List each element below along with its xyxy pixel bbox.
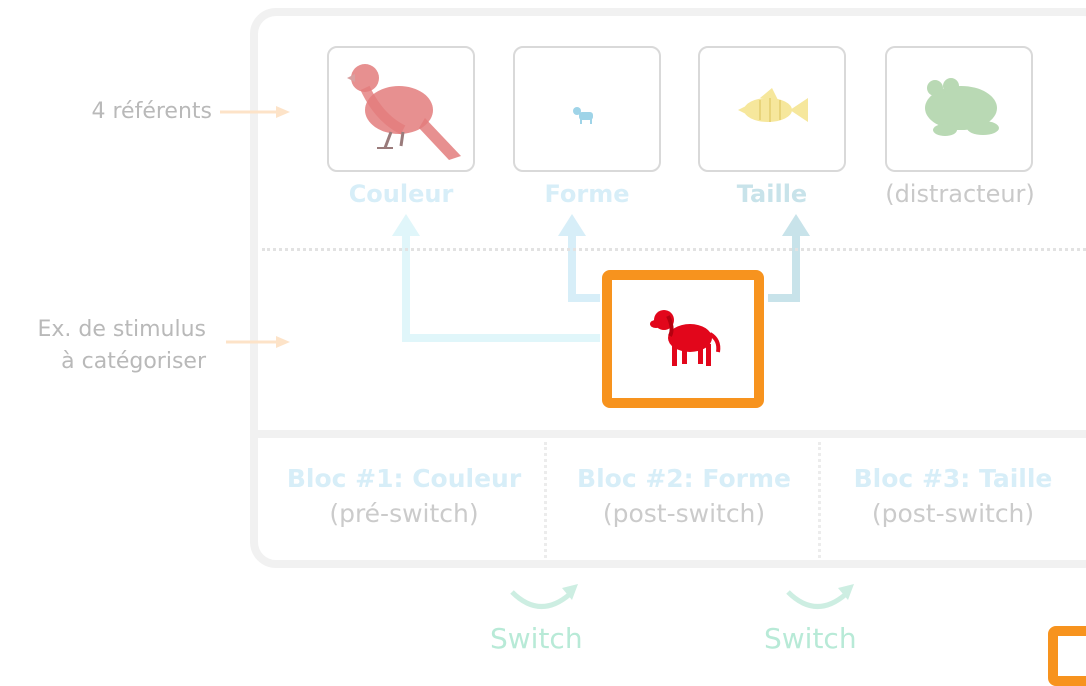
outer-panel <box>250 8 1086 568</box>
bloc-3: Bloc #3: Taille (post-switch) <box>813 462 1086 532</box>
referent-card-distracteur <box>885 46 1033 172</box>
bloc-2-subtitle: (post-switch) <box>602 499 766 528</box>
bloc-2-title: Bloc #2: Forme <box>577 464 791 493</box>
bloc-2: Bloc #2: Forme (post-switch) <box>544 462 824 532</box>
bloc-separator-1 <box>544 442 547 558</box>
red-bird-icon <box>347 64 461 160</box>
yellow-fish-icon <box>738 88 808 122</box>
couleur-connector-arrow <box>392 214 600 342</box>
dotted-separator <box>262 248 1086 251</box>
referent-card-taille <box>698 46 846 172</box>
stimulus-label-line2: à catégoriser <box>61 349 206 374</box>
referent-label-forme: Forme <box>544 180 630 208</box>
bloc-1-subtitle: (pré-switch) <box>329 499 479 528</box>
bloc-band-divider <box>258 430 1086 438</box>
bloc-separator-2 <box>818 442 821 558</box>
switch-arrow-2 <box>786 584 854 609</box>
stimulus-box <box>602 270 764 408</box>
arrows-layer <box>220 106 854 609</box>
referent-card-couleur <box>327 46 475 172</box>
small-blue-dog-icon <box>573 107 593 124</box>
referent-card-forme <box>513 46 661 172</box>
referent-label-taille: Taille <box>736 180 808 208</box>
switch-arrow-1 <box>510 584 578 609</box>
green-frog-icon <box>925 78 999 136</box>
stimulus-label: Ex. de stimulus à catégoriser <box>0 314 207 378</box>
switch-label-1: Switch <box>490 622 583 655</box>
bloc-3-title: Bloc #3: Taille <box>853 464 1053 493</box>
bloc-3-subtitle: (post-switch) <box>871 499 1035 528</box>
referents-pointer-arrow <box>220 106 290 118</box>
switch-label-2: Switch <box>764 622 857 655</box>
partial-orange-box <box>1048 626 1086 686</box>
referent-label-distracteur: (distracteur) <box>885 180 1035 208</box>
stimulus-pointer-arrow <box>226 336 290 348</box>
referent-label-couleur: Couleur <box>348 180 454 208</box>
red-dog-icon <box>650 310 721 366</box>
referents-label: 4 référents <box>91 99 213 124</box>
bloc-1: Bloc #1: Couleur (pré-switch) <box>264 462 544 532</box>
bloc-1-title: Bloc #1: Couleur <box>286 464 522 493</box>
stimulus-label-line1: Ex. de stimulus <box>37 317 207 342</box>
taille-connector-arrow <box>768 214 810 302</box>
forme-connector-arrow <box>558 214 600 302</box>
